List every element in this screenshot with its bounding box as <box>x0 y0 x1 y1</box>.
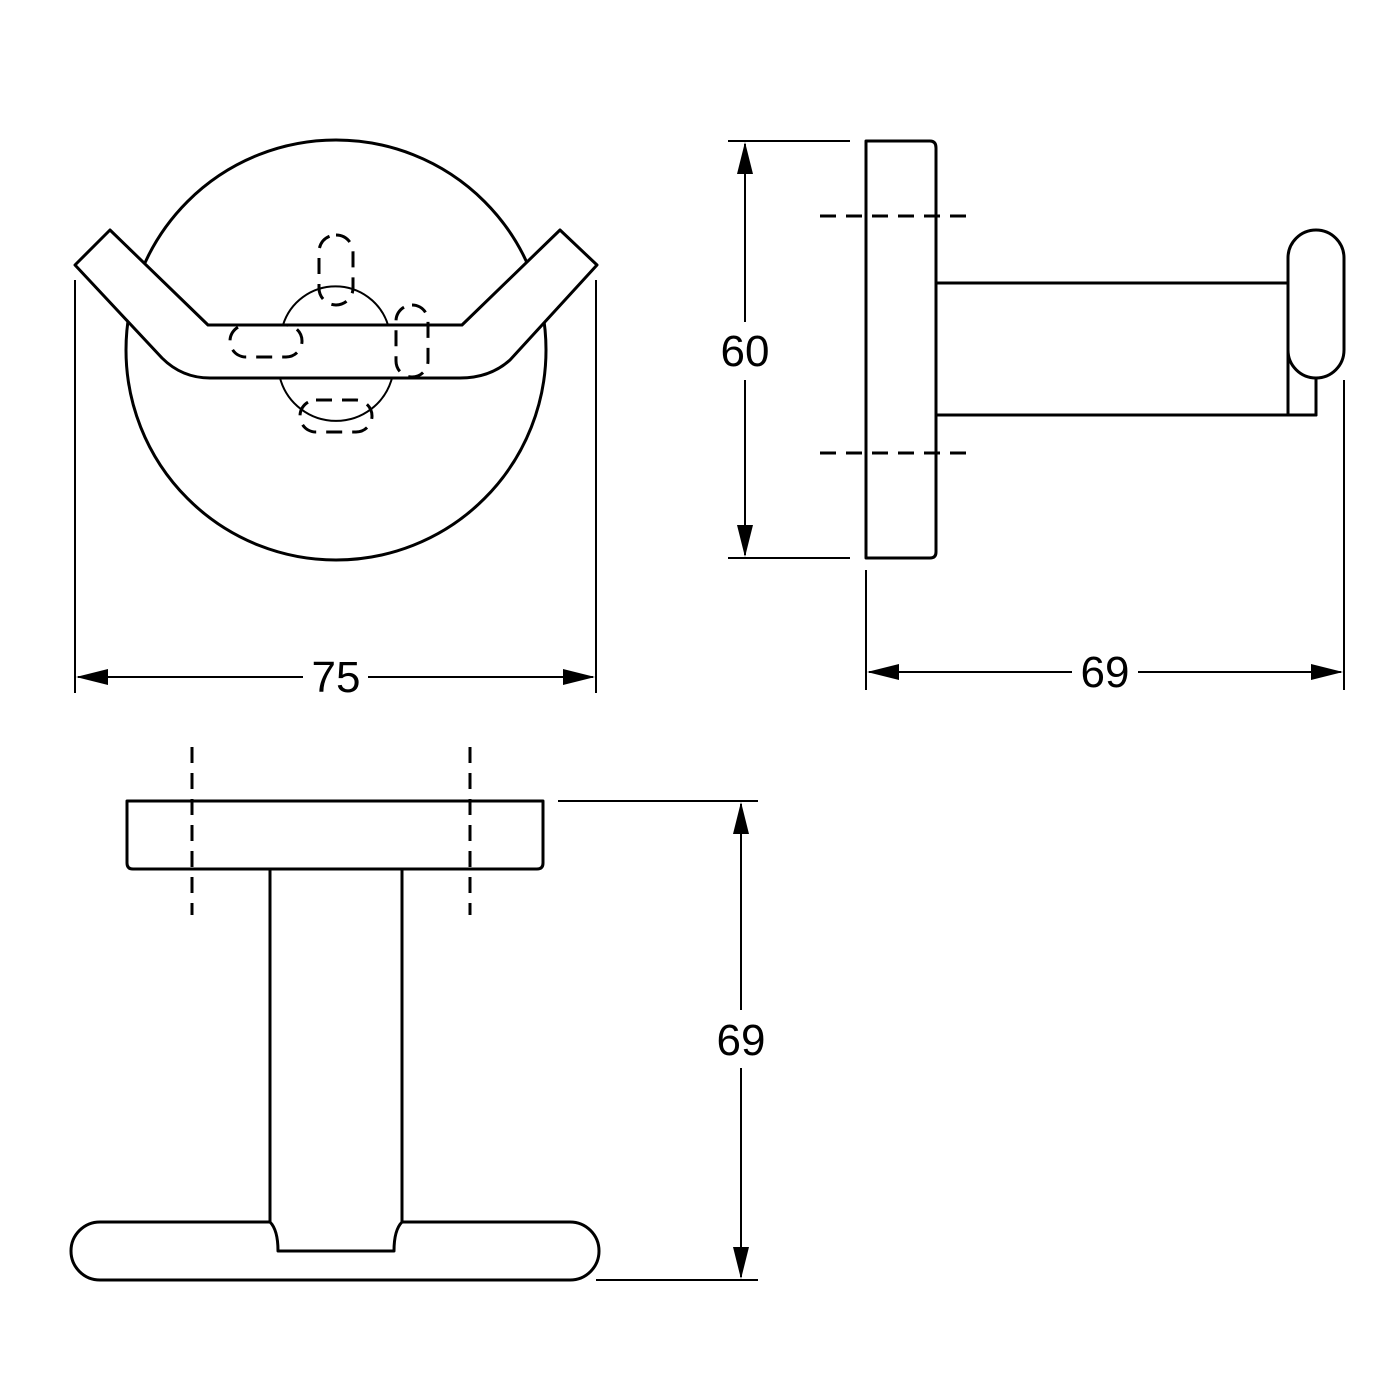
top-arm-neck <box>268 1220 404 1253</box>
side-height-arrow-top <box>737 142 753 174</box>
front-slot-right <box>394 303 430 379</box>
side-arm <box>934 281 1290 417</box>
front-center-boss-lower <box>279 377 393 422</box>
side-depth-arrow-left <box>867 664 899 680</box>
side-hook-end <box>1286 228 1346 380</box>
front-width-arrow-right <box>563 669 595 685</box>
side-height-arrow-bottom <box>737 525 753 557</box>
front-hook-arms <box>73 228 599 380</box>
top-view: 69 <box>69 747 766 1282</box>
front-width-arrow-left <box>76 669 108 685</box>
front-rosette <box>124 138 548 562</box>
front-slot-left <box>228 323 304 359</box>
side-view: 60 69 <box>721 139 1346 697</box>
front-width-label: 75 <box>312 653 361 702</box>
front-view: 75 <box>73 138 599 702</box>
side-depth-label: 69 <box>1081 648 1130 697</box>
top-base-plate <box>125 799 545 871</box>
front-slot-top <box>317 233 355 307</box>
front-hook-fill <box>75 230 597 378</box>
front-slot-bottom <box>298 398 374 434</box>
top-depth-arrow-top <box>733 802 749 834</box>
front-center-boss <box>282 285 389 326</box>
top-depth-label: 69 <box>717 1016 766 1065</box>
side-height-label: 60 <box>721 327 770 376</box>
side-base-plate <box>864 139 938 560</box>
side-depth-arrow-right <box>1311 664 1343 680</box>
top-arm-and-hook <box>69 867 601 1282</box>
top-depth-arrow-bottom <box>733 1247 749 1279</box>
